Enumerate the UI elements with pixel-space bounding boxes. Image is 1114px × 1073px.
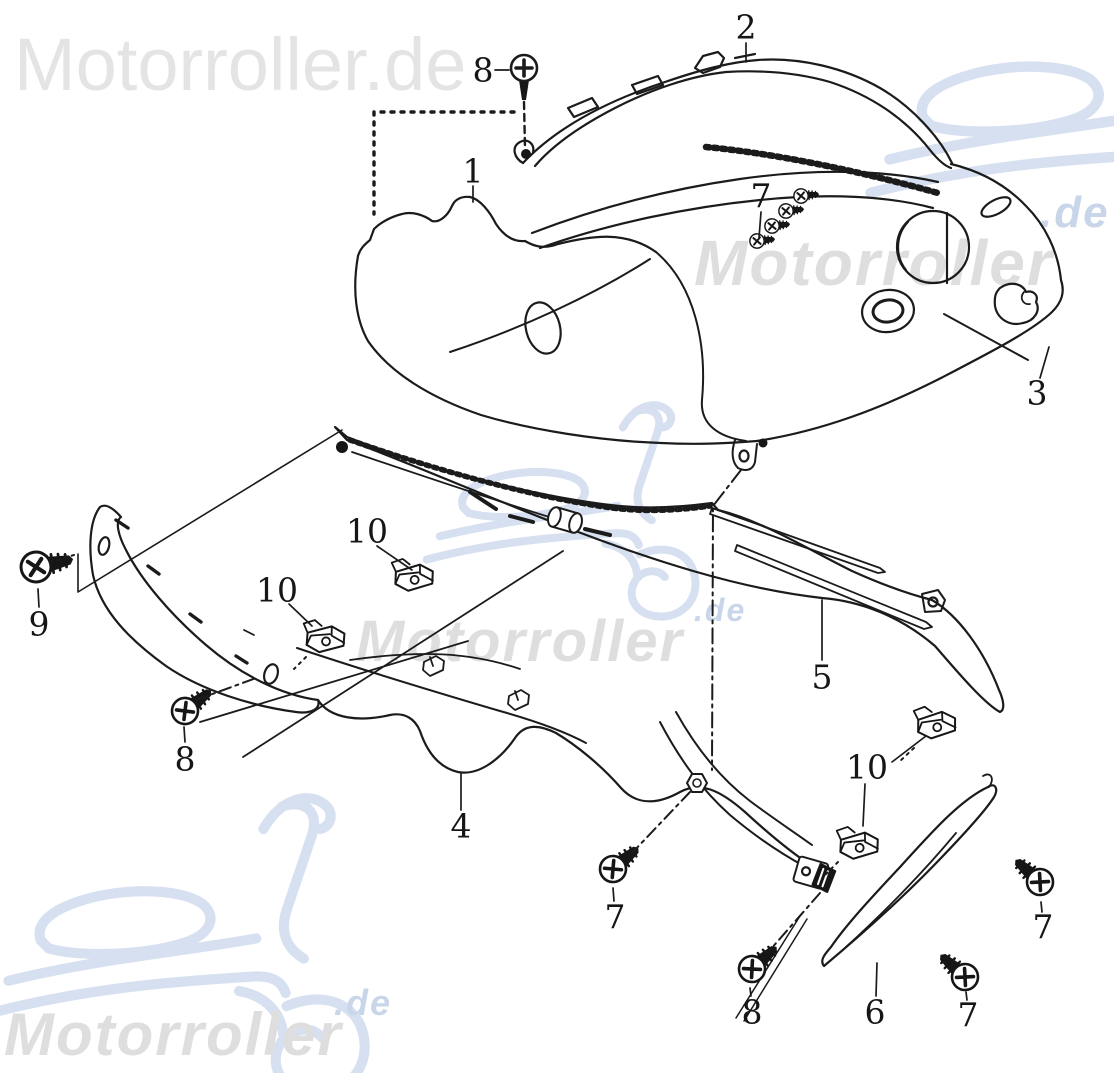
screw-icon-top-eight — [509, 53, 539, 150]
scooter-logo-watermark — [0, 793, 370, 1073]
watermark-text-de: .de — [1040, 188, 1110, 237]
screw-icon-nine — [18, 544, 76, 584]
part-callout-7: 7 — [1032, 907, 1054, 947]
part-1-and-3-side-cover — [354, 143, 1064, 471]
mounting-lug — [735, 855, 837, 1022]
part-callout-5: 5 — [811, 657, 833, 697]
screw-icon-eight-left — [164, 678, 221, 732]
part-callout-10: 10 — [256, 570, 298, 610]
part-callout-8: 8 — [741, 992, 763, 1032]
assembly-alignment-lines — [49, 469, 915, 951]
part-callout-7: 7 — [750, 176, 772, 216]
part-callout-4: 4 — [450, 806, 472, 846]
clip-icon — [908, 703, 960, 744]
part-callout-3: 3 — [1026, 373, 1048, 413]
part-2-top-trim-strip — [513, 50, 954, 170]
part-callout-10: 10 — [346, 511, 388, 551]
leader-lines — [37, 42, 1050, 1001]
watermark-text: Motorroller.de — [14, 23, 467, 106]
part-callout-8: 8 — [174, 739, 196, 779]
clip-icon — [385, 555, 438, 597]
screw-icon-seven-bottom — [929, 943, 986, 998]
screw-icon-seven-right — [1004, 848, 1061, 903]
watermark-text: Motorroller — [4, 1001, 343, 1068]
cylinder-fitting — [468, 490, 612, 537]
scooter-logo-watermark — [865, 61, 1114, 199]
screw-icon-eight-bottom — [731, 935, 788, 990]
watermark-text: Motorroller — [356, 609, 685, 674]
watermark-text-de: .de — [334, 982, 393, 1023]
screw-icon-seven-mid — [592, 836, 649, 890]
hidden-edge-dotted-line — [372, 110, 516, 216]
part-4-inner-panel — [89, 504, 814, 868]
part-5-side-cover-lower — [333, 425, 1005, 867]
part-callout-7: 7 — [604, 897, 626, 937]
clip-icon — [830, 823, 883, 865]
part-callout-10: 10 — [846, 747, 888, 787]
part-callout-6: 6 — [864, 992, 886, 1032]
part-callout-7: 7 — [957, 995, 979, 1035]
part-6-trim-strip — [821, 773, 998, 968]
part-callout-8: 8 — [472, 50, 494, 90]
part-callout-2: 2 — [735, 7, 757, 47]
hex-nut-icon — [686, 773, 708, 793]
watermark-text-de: .de — [694, 592, 747, 628]
part-callout-1: 1 — [462, 151, 484, 191]
part-callout-9: 9 — [28, 604, 50, 644]
